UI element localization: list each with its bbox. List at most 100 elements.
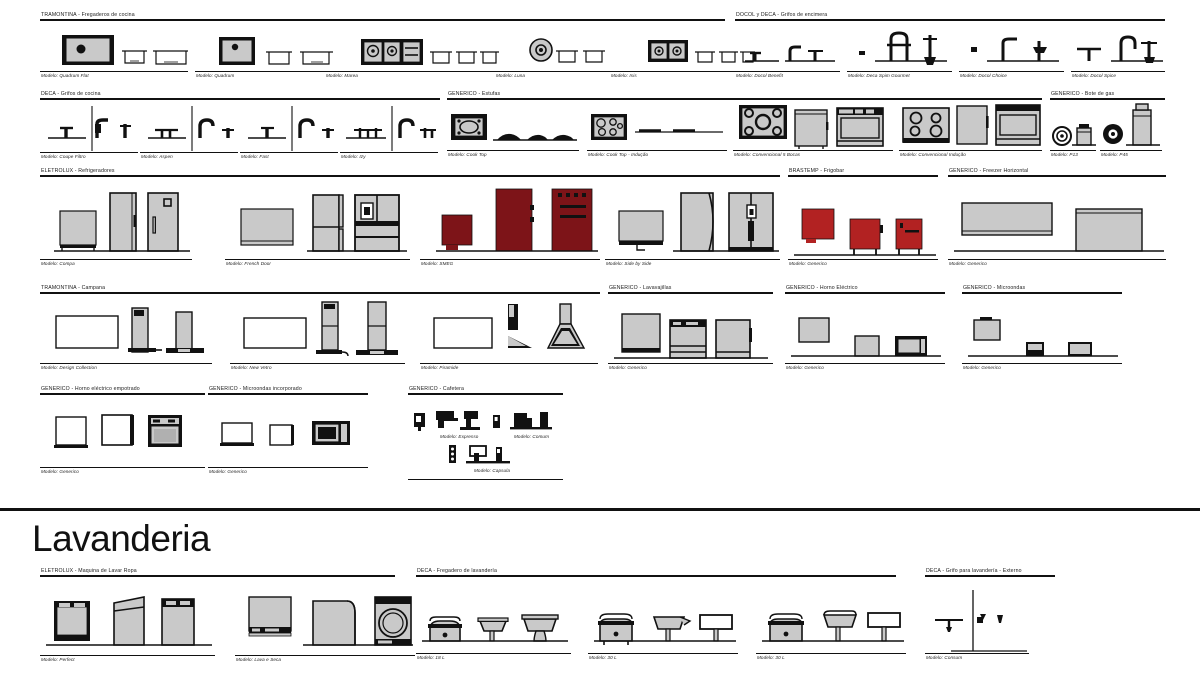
block-convencional-inducao: Modelo: Convencional Indução [899,100,1042,158]
group-title: ELETROLUX - Maquina de Lavar Ropa [41,568,137,574]
block-underline [240,151,338,153]
block-label: Modelo: P13 [1051,151,1078,157]
block-refrigerador-french-door: Modelo: French Door [225,179,410,267]
group-generico-horno-empotrado: GENERICO - Horno eléctrico empotrado [40,386,205,475]
group-generico-microondas-incorporado: GENERICO - Microondas incorporado [208,386,368,475]
group-underline [40,393,205,395]
block-underline [959,70,1064,72]
block-label: Modelo: Generico [41,468,79,474]
block-underline [195,70,335,72]
block-label: Modelo: Convencional Indução [900,151,966,157]
group-underline [962,292,1122,294]
block-docol-benefit: Modelo: Docol Benefit [735,27,840,79]
block-underline [40,70,188,72]
group-underline [608,292,773,294]
block-underline [588,652,738,654]
group-title: ELETROLUX - Refrigeradores [41,168,115,174]
block-refrigerador-smeg: Modelo: SMEG [420,179,600,267]
block-underline [225,258,410,260]
group-title: GENERICO - Microondas [963,285,1026,291]
group-underline [948,175,1166,177]
group-title: DECA - Grifos de cocina [41,91,101,97]
group-deca-fregadero-lavanderia: DECA - Fregadero de lavandería [416,568,906,669]
block-label: Modelo: Isis [611,72,637,78]
group-underline [925,575,1055,577]
block-underline [610,70,755,72]
block-underline [948,258,1166,260]
block-label: Modelo: 18 L [417,654,445,660]
block-underline [208,466,368,468]
block-freezer-generico: Modelo: Generico [948,179,1166,267]
block-deca-spim-gourmet: Modelo: Deca Spim Gourmet [847,27,952,79]
group-title: GENERICO - Estufas [448,91,501,97]
group-title: TRAMONTINA - Campana [41,285,106,291]
group-docol-deca-grifos-encimera: DOCOL y DECA - Grifos de encimera [735,12,1165,89]
block-coupe-filtro: Modelo: Coupe Filtro [40,104,138,160]
block-underline [962,362,1122,364]
block-label: Modelo: Design Collection [41,364,97,370]
group-generico-bote-gas: GENERICO - Bote de gas Modelo: P13 [1050,91,1165,168]
block-underline [899,149,1042,151]
block-underline [416,652,571,654]
block-underline [40,654,215,656]
block-underline [605,258,780,260]
block-marea: Modelo: Marea [325,25,500,79]
block-cafetera-expresso: Modelo: Expresso [412,407,484,440]
block-cook-top: Modelo: Cook Top [447,106,579,158]
block-isis: Modelo: Isis [610,25,755,79]
block-docol-spice: Modelo: Docol Spice [1071,27,1165,79]
block-label: Modelo: Capsula [474,467,510,473]
block-p13: Modelo: P13 [1050,110,1096,158]
group-underline [40,292,600,294]
block-docol-choice: Modelo: Docol Choice [959,27,1064,79]
group-underline [208,393,368,395]
group-generico-cafetera: GENERICO - Cafetera [408,386,563,483]
block-underline [756,652,906,654]
block-label: Modelo: Convencional 5 Bocas [734,151,801,157]
block-label: Modelo: Side by Side [606,260,652,266]
block-label: Modelo: French Door [226,260,272,266]
block-lavadora-perfect: Modelo: Perfect [40,583,215,663]
block-label: Modelo: Generico [963,364,1001,370]
block-campana-piramide: Modelo: Piramide [420,298,598,371]
group-title: GENERICO - Cafetera [409,386,465,392]
block-label: Modelo: Generico [949,260,987,266]
group-generico-estufas: GENERICO - Estufas [447,91,1042,168]
block-label: Modelo: Cook Top - Indução [588,151,649,157]
block-underline [788,258,938,260]
block-lavadora-lava-e-seca: Modelo: Lava e Seca [235,583,415,663]
block-grifo-consum: Modelo: Consum [925,587,1029,661]
block-campana-design-collection: Modelo: Design Collection [40,298,212,371]
block-luna: Modelo: Luna [495,25,610,79]
group-title: DOCOL y DECA - Grifos de encimera [736,12,828,18]
group-tramontina-fregaderos: TRAMONTINA - Fregaderos de cocina [40,12,755,89]
block-underline [235,654,415,656]
block-label: Modelo: Aspen [141,153,173,159]
block-underline [40,362,212,364]
block-label: Modelo: Docol Choice [960,72,1007,78]
block-underline [325,70,500,72]
block-label: Modelo: Docol Benefit [736,72,784,78]
group-title: DECA - Grifo para lavandería - Externo [926,568,1022,574]
block-fregadero-30l-b: Modelo: 30 L [756,591,906,661]
group-underline [40,175,780,177]
group-deca-grifos-cocina: DECA - Grifos de cocina [40,91,440,168]
group-title: GENERICO - Horno eléctrico empotrado [41,386,140,392]
block-label: Modelo: Marea [326,72,358,78]
block-label: Modelo: Fast [241,153,269,159]
block-label: Modelo: Expresso [440,433,479,439]
group-underline [40,19,725,21]
group-eletrolux-maquina-lavar: ELETROLUX - Maquina de Lavar Ropa [40,568,415,669]
block-fregadero-30l-a: Modelo: 30 L [588,591,738,661]
block-underline [495,70,610,72]
block-fregadero-18l: Modelo: 18 L [416,591,571,661]
block-label: Modelo: Generico [789,260,827,266]
block-underline [1050,149,1096,151]
group-tramontina-campana: TRAMONTINA - Campana [40,285,600,374]
group-title: BRASTEMP - Frigobar [789,168,845,174]
group-deca-grifo-lavanderia: DECA - Grifo para lavandería - Externo [925,568,1055,669]
block-underline [785,362,945,364]
group-title: GENERICO - Horno Eléctrico [786,285,858,291]
block-label: Modelo: Luna [496,72,526,78]
block-refrigerador-side-by-side: Modelo: Side by Side [605,179,780,267]
